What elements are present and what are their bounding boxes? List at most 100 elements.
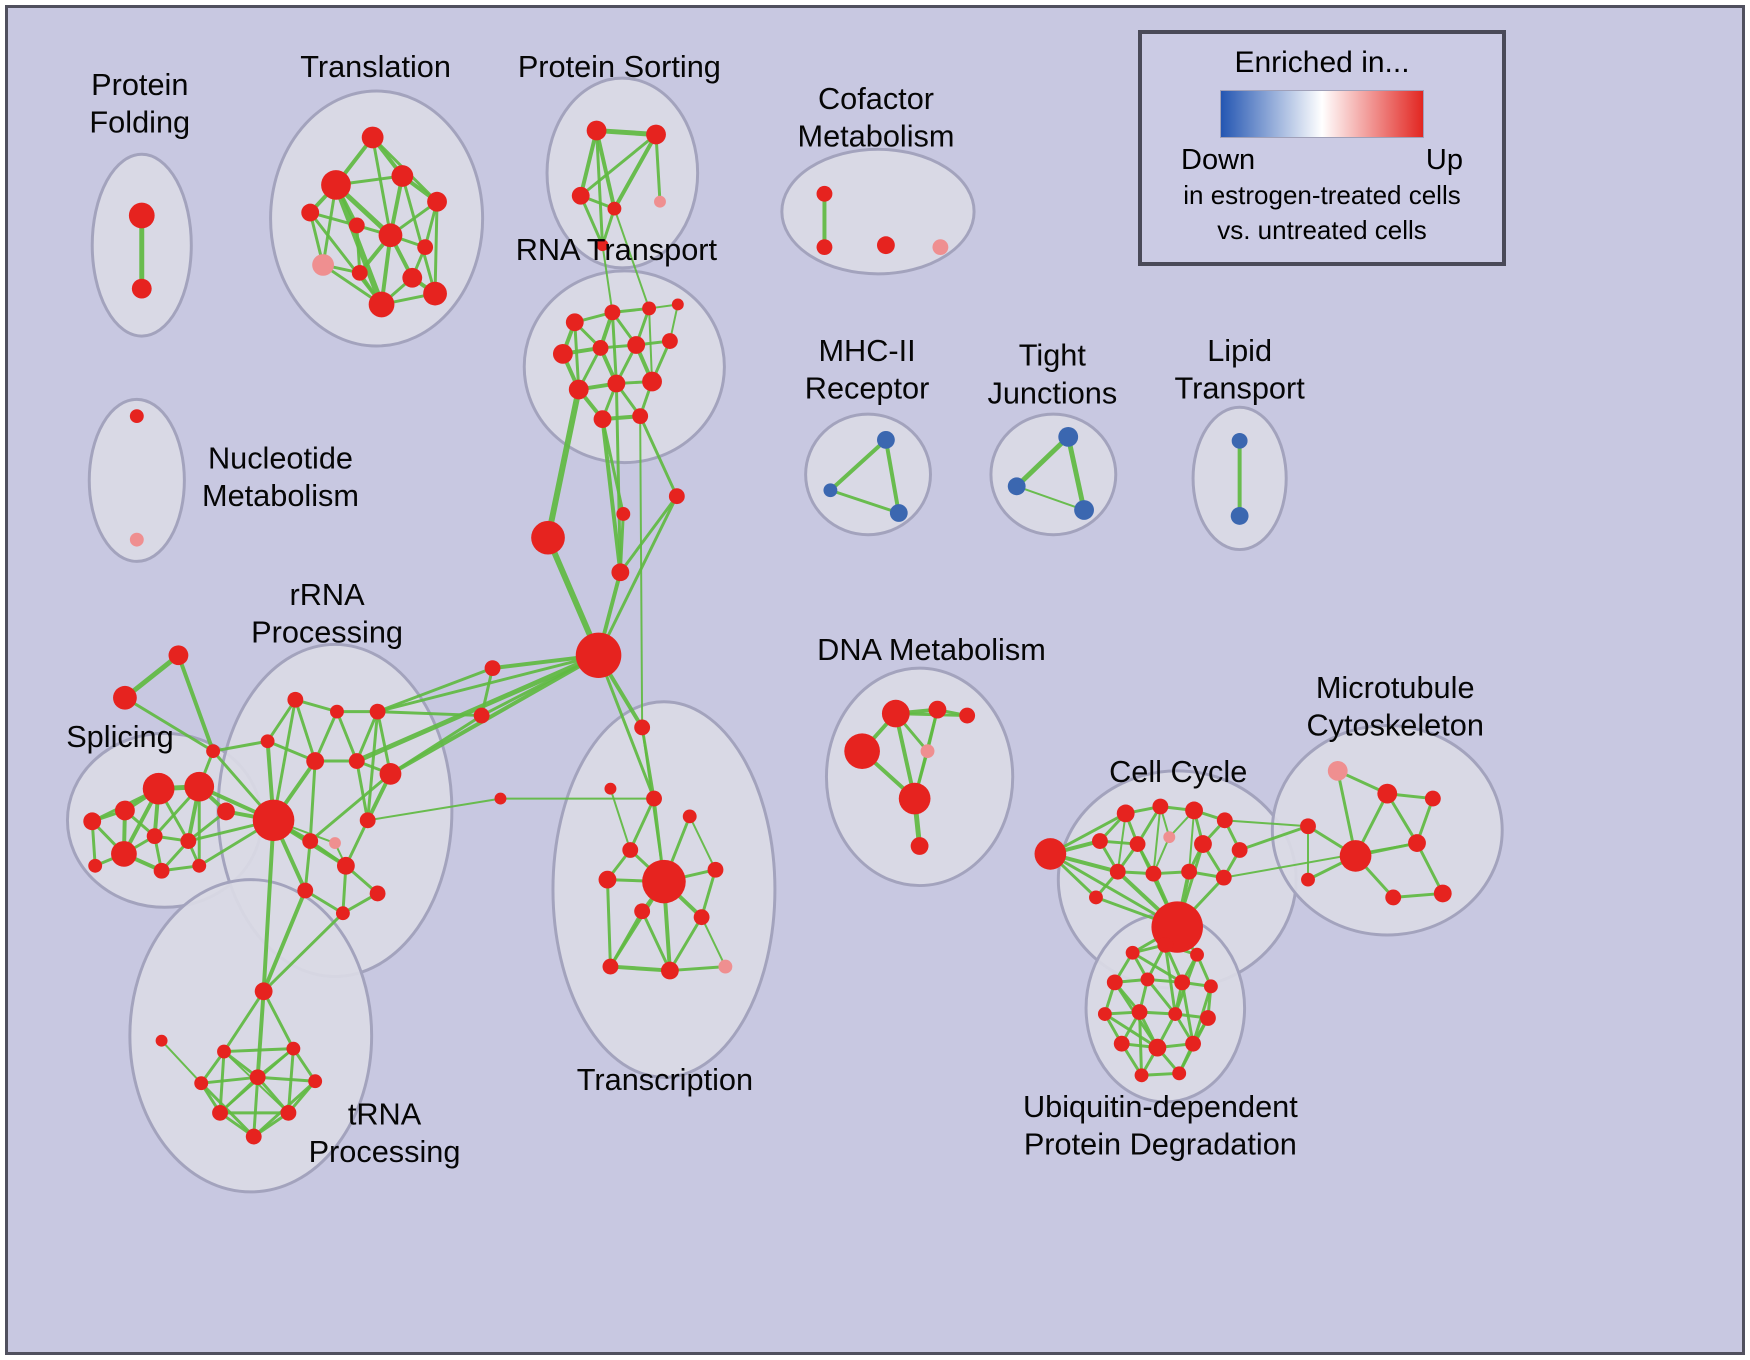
node-tx8 bbox=[634, 903, 651, 920]
node-tl8 bbox=[312, 254, 334, 276]
edge-ps0-ps1 bbox=[594, 128, 659, 137]
node-rt1 bbox=[604, 304, 621, 321]
node-tx3 bbox=[682, 809, 697, 824]
edge-con0-con4 bbox=[597, 494, 679, 657]
node-tl2 bbox=[301, 203, 320, 222]
node-sp9 bbox=[192, 858, 207, 873]
node-rr14 bbox=[369, 885, 386, 902]
cluster-label-rna-transport: RNA Transport bbox=[516, 233, 718, 267]
node-mt7 bbox=[1301, 872, 1315, 887]
node-mhc2 bbox=[889, 504, 908, 522]
edge-rt2-rt10 bbox=[648, 307, 654, 383]
legend-scale-row: Down Up bbox=[1181, 144, 1463, 177]
edge-rr7-tr0 bbox=[261, 818, 276, 994]
node-rr7 bbox=[252, 799, 295, 842]
node-cc3 bbox=[1185, 801, 1203, 820]
edge-tx1-tx4 bbox=[609, 787, 632, 851]
node-sp8 bbox=[153, 862, 170, 879]
node-dna1 bbox=[928, 700, 947, 719]
node-con1 bbox=[616, 507, 631, 521]
edge-tx9-tx11 bbox=[668, 915, 704, 973]
node-mt5 bbox=[1433, 884, 1452, 903]
node-spx2 bbox=[206, 744, 221, 759]
node-tj1 bbox=[1007, 477, 1026, 496]
edge-con6-rr2 bbox=[376, 710, 484, 718]
edge-cc2-cc11 bbox=[1152, 805, 1162, 875]
node-ub12 bbox=[1148, 1038, 1167, 1057]
node-dna5 bbox=[898, 782, 931, 815]
node-nm0 bbox=[129, 409, 144, 424]
node-tx5 bbox=[598, 870, 617, 889]
node-mhc1 bbox=[823, 483, 838, 498]
node-tl12 bbox=[423, 281, 447, 306]
cluster-ellipse-trna-processing bbox=[128, 878, 374, 1194]
node-tr3 bbox=[286, 1041, 301, 1056]
node-cm0 bbox=[816, 185, 833, 202]
node-tl5 bbox=[348, 217, 365, 234]
node-cc7 bbox=[1163, 831, 1176, 844]
node-ub0 bbox=[1125, 945, 1140, 960]
edge-ps5-rt1 bbox=[601, 244, 614, 314]
legend-subtitle-2: vs. untreated cells bbox=[1217, 215, 1427, 245]
node-tr6 bbox=[308, 1074, 323, 1089]
edge-mt4-mt5 bbox=[1415, 841, 1445, 895]
node-tl11 bbox=[368, 291, 395, 318]
node-ps2 bbox=[571, 186, 590, 205]
edge-tr2-tr3 bbox=[222, 1047, 295, 1054]
node-tl1 bbox=[321, 170, 351, 200]
node-mhc0 bbox=[876, 430, 895, 449]
cluster-ellipse-cofactor-metabolism bbox=[780, 147, 976, 276]
cluster-label-transcription: Transcription bbox=[577, 1063, 753, 1097]
edge-ps0-ps3 bbox=[594, 128, 617, 211]
node-mt1 bbox=[1377, 783, 1398, 804]
cluster-label-translation: Translation bbox=[300, 50, 451, 84]
edge-tr5-tr6 bbox=[256, 1075, 317, 1083]
node-sp1 bbox=[184, 771, 215, 802]
node-dna4 bbox=[920, 744, 935, 759]
node-tx7 bbox=[707, 861, 724, 878]
edge-tx10-tx11 bbox=[608, 964, 672, 973]
edge-ps1-ps4 bbox=[654, 133, 662, 204]
node-rt0 bbox=[565, 313, 584, 332]
node-tr0 bbox=[254, 982, 273, 1001]
legend-title: Enriched in... bbox=[1234, 46, 1410, 79]
node-ps3 bbox=[607, 201, 622, 216]
node-rr11 bbox=[336, 856, 355, 875]
node-con6 bbox=[473, 707, 490, 724]
cluster-ellipse-mhc-ii-receptor bbox=[804, 412, 932, 537]
edge-rr10-rr12 bbox=[303, 839, 312, 892]
edge-tr5-tr9 bbox=[252, 1075, 260, 1139]
node-cm1 bbox=[816, 239, 833, 256]
node-tx1 bbox=[604, 782, 617, 795]
node-tx12 bbox=[718, 959, 733, 974]
node-tr9 bbox=[245, 1128, 262, 1145]
cluster-ellipse-translation bbox=[269, 89, 485, 348]
edge-tr1-tr4 bbox=[160, 1039, 203, 1085]
edge-con4-rr5 bbox=[354, 652, 602, 764]
node-tl6 bbox=[378, 223, 403, 248]
legend-down-label: Down bbox=[1181, 144, 1256, 176]
node-ps0 bbox=[586, 120, 607, 141]
node-ub10 bbox=[1200, 1010, 1216, 1026]
node-rr8 bbox=[329, 837, 341, 849]
edge-rt8-con2 bbox=[545, 386, 582, 541]
node-tr7 bbox=[212, 1104, 228, 1121]
node-rr5 bbox=[348, 753, 365, 769]
edge-con6-rr6 bbox=[388, 714, 484, 776]
node-rt3 bbox=[671, 298, 684, 311]
node-cc12 bbox=[1181, 863, 1198, 880]
edge-rr0-rr4 bbox=[293, 698, 317, 763]
node-rt4 bbox=[552, 344, 573, 364]
edge-ps0-ps5 bbox=[595, 129, 605, 247]
edge-con1-con3 bbox=[618, 512, 625, 574]
edge-tx11-tx12 bbox=[668, 965, 727, 973]
edge-ps3-rt2 bbox=[613, 207, 651, 310]
node-tl4 bbox=[427, 191, 447, 212]
node-dna0 bbox=[881, 699, 910, 728]
